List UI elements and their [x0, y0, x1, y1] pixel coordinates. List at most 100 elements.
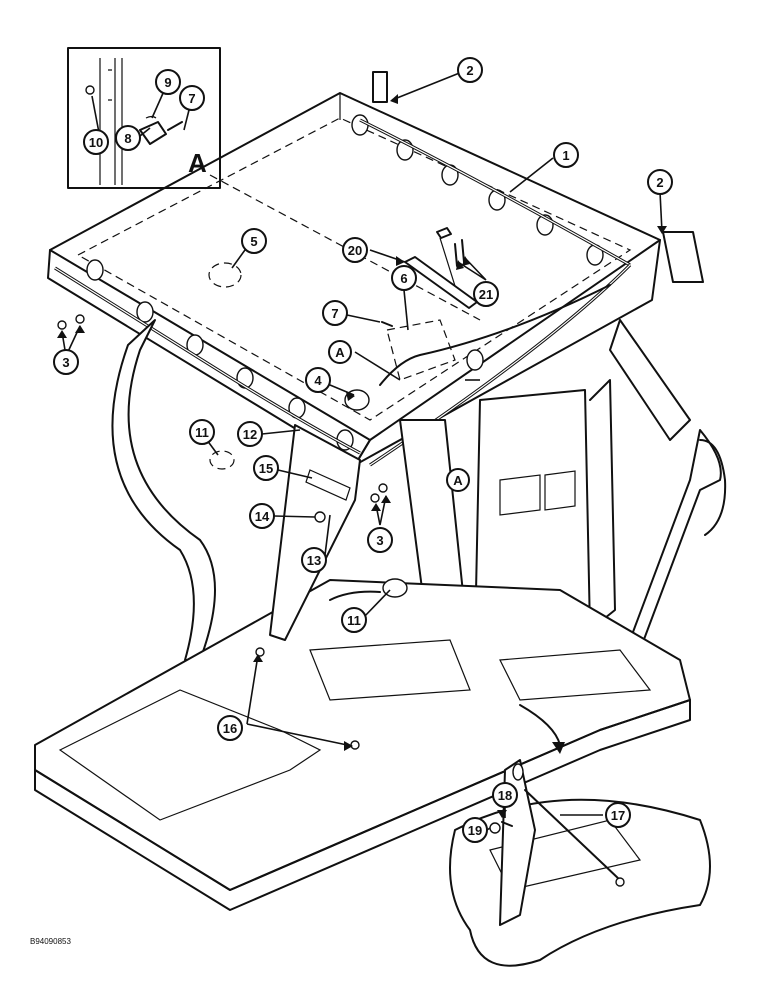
inset-frame: [67, 47, 221, 189]
callout-3: 3: [367, 527, 393, 553]
inset-detail-a: A: [67, 47, 221, 189]
nut: [378, 483, 388, 493]
bracket-slot: [512, 763, 524, 781]
inset-post: [99, 58, 123, 185]
callout-21: 21: [473, 281, 499, 307]
inset-letter: A: [188, 148, 207, 178]
ref-a-2: A: [453, 473, 463, 488]
screw: [381, 321, 393, 327]
handle-right: [662, 231, 704, 283]
plate-screw: [314, 511, 326, 523]
rear-right-pillar: [609, 319, 691, 441]
bolt-18: [501, 821, 513, 827]
floor-thickness: [34, 699, 691, 911]
callout-15: 15: [253, 455, 279, 481]
svg-text:11: 11: [195, 425, 209, 440]
ref-a-circle: [328, 340, 352, 364]
svg-text:9: 9: [164, 75, 171, 90]
callout-2: 2: [647, 169, 673, 195]
callout-11: 11: [341, 607, 367, 633]
cover-lower: [382, 578, 408, 598]
handle-left: [372, 71, 388, 103]
callout-3: 3: [53, 349, 79, 375]
reference-letters: A A: [328, 340, 470, 492]
svg-text:18: 18: [498, 788, 512, 803]
mirror-screws: [454, 239, 465, 267]
inset-nut: [85, 85, 95, 95]
rear-right-lower-post: [629, 429, 722, 651]
ref-a-1: A: [335, 345, 345, 360]
roof-hole: [136, 301, 154, 323]
callout-19: 19: [462, 817, 488, 843]
svg-text:15: 15: [259, 461, 273, 476]
fasteners: [57, 239, 513, 834]
callout-13: 13: [301, 547, 327, 573]
svg-text:4: 4: [314, 373, 322, 388]
floor-cutout-right: [499, 649, 652, 701]
svg-text:11: 11: [347, 613, 361, 628]
inset-nut-9: [145, 115, 157, 119]
roof-hole: [86, 259, 104, 281]
svg-text:3: 3: [62, 355, 69, 370]
mounting-bracket: [386, 319, 456, 381]
mirror-mount: [436, 227, 452, 239]
bracket-fastener: [615, 877, 625, 887]
svg-text:12: 12: [243, 427, 257, 442]
callout-16: 16: [217, 715, 243, 741]
bracket-strap: [524, 789, 621, 881]
detail-bracket-area: [449, 704, 711, 967]
svg-text:2: 2: [466, 63, 473, 78]
inset-post-detail: [108, 69, 112, 101]
callout-6: 6: [391, 265, 417, 291]
svg-text:16: 16: [223, 721, 237, 736]
floor-edge: [34, 699, 691, 891]
inset-screw: [167, 121, 183, 131]
nut: [57, 320, 67, 330]
dome-lens: [208, 262, 242, 288]
cover-upper: [209, 450, 235, 470]
callout-20: 20: [342, 237, 368, 263]
svg-text:21: 21: [479, 287, 493, 302]
svg-text:7: 7: [188, 91, 195, 106]
console-openings: [499, 470, 576, 516]
svg-text:8: 8: [124, 131, 131, 146]
nut: [370, 493, 380, 503]
plug: [350, 740, 360, 750]
callout-5: 5: [241, 228, 267, 254]
callout-7: 7: [322, 300, 348, 326]
drawing-id: B94090853: [30, 937, 71, 946]
lever: [329, 590, 381, 601]
console-side: [589, 379, 616, 631]
plug: [255, 647, 265, 657]
roof-inner-outline: [76, 117, 632, 421]
callout-4: 4: [305, 367, 331, 393]
rear-handle: [699, 439, 727, 536]
floor-section: [449, 798, 711, 967]
callouts: 1 2 2 3 3 4 5 6 7 7 8 9 10 11 11 12 13 1…: [53, 57, 673, 843]
svg-text:6: 6: [400, 271, 407, 286]
callout-17: 17: [605, 802, 631, 828]
svg-text:20: 20: [348, 243, 362, 258]
grab-handles: [372, 71, 704, 283]
callout-12: 12: [237, 421, 263, 447]
nut-19: [489, 822, 501, 834]
svg-text:19: 19: [468, 823, 482, 838]
mirror-stem: [439, 237, 456, 287]
floor-cutout-center: [309, 639, 471, 701]
callout-18: 18: [492, 782, 518, 808]
nut: [75, 314, 85, 324]
callout-7: 7: [179, 85, 205, 111]
callout-9: 9: [155, 69, 181, 95]
svg-text:14: 14: [255, 509, 270, 524]
inset-clamp: [139, 121, 167, 145]
svg-text:3: 3: [376, 533, 383, 548]
floor-cutout-left: [58, 689, 322, 821]
callout-10: 10: [83, 129, 109, 155]
roof-right-edge: [354, 239, 661, 466]
callout-8: 8: [115, 125, 141, 151]
svg-text:10: 10: [89, 135, 103, 150]
detail-arrow-head: [552, 742, 565, 754]
svg-text:1: 1: [562, 148, 569, 163]
ref-a-circle: [446, 468, 470, 492]
